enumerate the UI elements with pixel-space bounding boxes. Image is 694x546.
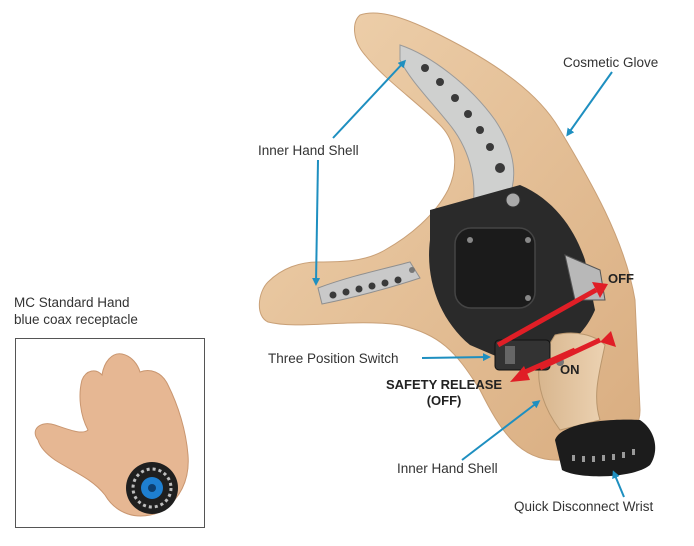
quick-disconnect-wrist (555, 419, 656, 477)
leader-inner-shell-bottom (461, 400, 541, 461)
inset-caption-line2: blue coax receptacle (14, 312, 138, 327)
label-quick-disconnect-wrist: Quick Disconnect Wrist (514, 499, 654, 514)
label-off: OFF (608, 271, 634, 286)
arrow-to-safety (510, 366, 530, 382)
switch-arrows (496, 282, 616, 382)
label-cosmetic-glove: Cosmetic Glove (563, 55, 659, 70)
inset-frame (15, 338, 205, 528)
inset-caption-line1: MC Standard Hand (14, 295, 130, 310)
label-safety-release-line1: SAFETY RELEASE (386, 377, 503, 392)
hand-mechanism (429, 185, 606, 361)
label-on: ON (560, 362, 580, 377)
label-inner-hand-shell-bottom: Inner Hand Shell (397, 461, 498, 476)
leader-inner-shell-top-2 (312, 159, 321, 286)
arrow-to-off (592, 282, 608, 298)
leader-three-position-switch (421, 353, 491, 362)
arrow-to-on-left (600, 331, 616, 347)
inset-caption: MC Standard Hand blue coax receptacle (14, 294, 138, 328)
label-safety-release: SAFETY RELEASE (OFF) (386, 377, 502, 409)
thumb-plate (317, 261, 421, 305)
label-inner-hand-shell-top: Inner Hand Shell (258, 143, 359, 158)
label-three-position-switch: Three Position Switch (268, 351, 399, 366)
leader-lines (312, 59, 625, 498)
leader-cosmetic-glove (566, 71, 613, 137)
label-safety-release-line2: (OFF) (426, 393, 462, 408)
leader-inner-shell-top-1 (332, 59, 407, 139)
leader-quick-disconnect (612, 470, 625, 498)
